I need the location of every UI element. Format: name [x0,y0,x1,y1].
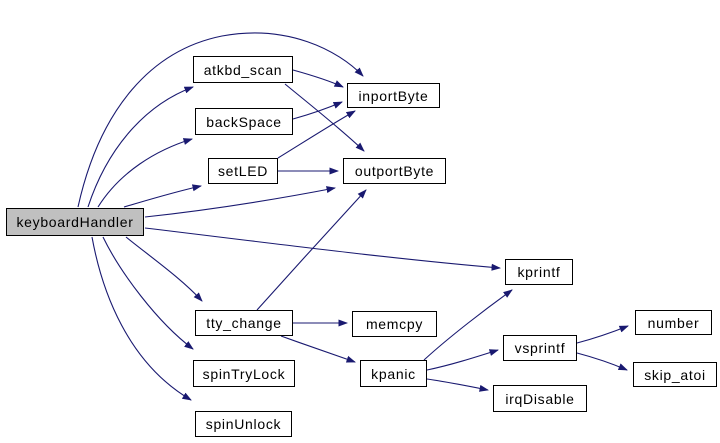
edge-keyboardHandler-to-atkbd_scan [87,86,194,208]
edge-tty_change-to-outportByte [256,189,367,311]
node-kpanic[interactable]: kpanic [360,360,427,387]
node-vsprintf[interactable]: vsprintf [503,335,577,361]
node-tty_change[interactable]: tty_change [195,310,293,336]
node-inportByte[interactable]: inportByte [347,83,440,108]
edge-keyboardHandler-to-backSpace [97,138,193,208]
edge-kpanic-to-vsprintf [426,349,499,371]
edge-keyboardHandler-to-kprintf [144,227,501,271]
node-skip_atoi[interactable]: skip_atoi [633,362,717,387]
node-setLED[interactable]: setLED [208,158,278,184]
node-kprintf[interactable]: kprintf [505,259,573,285]
edge-keyboardHandler-to-spinTryLock [102,236,194,350]
node-irqDisable[interactable]: irqDisable [493,385,587,412]
node-number[interactable]: number [635,310,712,335]
edge-keyboardHandler-to-spinUnlock [91,236,192,401]
edge-backSpace-to-inportByte [292,101,343,120]
edge-vsprintf-to-skip_atoi [576,352,628,371]
edge-keyboardHandler-to-setLED [123,184,202,208]
node-atkbd_scan[interactable]: atkbd_scan [193,56,293,83]
node-keyboardHandler[interactable]: keyboardHandler [6,208,144,236]
node-outportByte[interactable]: outportByte [343,158,446,184]
node-backSpace[interactable]: backSpace [195,108,293,135]
node-memcpy[interactable]: memcpy [352,311,437,337]
edge-atkbd_scan-to-outportByte [284,83,365,152]
edge-kpanic-to-kprintf [423,289,513,361]
edge-keyboardHandler-to-inportByte [77,32,364,208]
edge-keyboardHandler-to-outportByte [144,186,336,218]
edge-setLED-to-inportByte [277,110,356,159]
node-spinUnlock[interactable]: spinUnlock [195,411,292,437]
edge-keyboardHandler-to-tty_change [125,236,203,302]
node-spinTryLock[interactable]: spinTryLock [193,360,295,387]
edge-kpanic-to-irqDisable [426,378,489,392]
edge-tty_change-to-kpanic [280,335,356,363]
edge-vsprintf-to-number [576,325,629,344]
edge-atkbd_scan-to-inportByte [292,69,344,88]
